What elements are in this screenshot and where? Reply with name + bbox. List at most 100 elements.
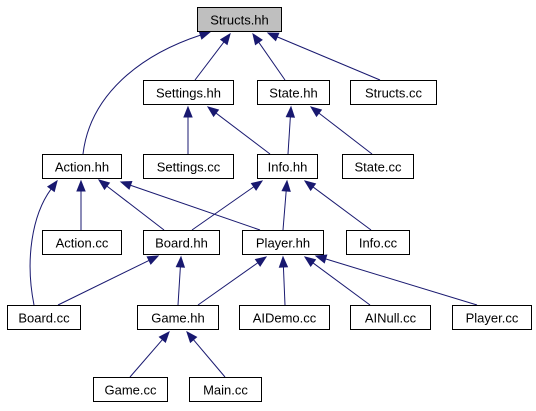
node-state-hh[interactable]: State.hh: [257, 80, 330, 105]
edge-arrowhead: [119, 180, 133, 190]
node-label: Structs.cc: [365, 86, 423, 101]
node-label: Info.cc: [359, 236, 398, 251]
node-action-hh[interactable]: Action.hh: [42, 154, 122, 179]
edge-arrowhead: [97, 179, 111, 191]
node-player-cc[interactable]: Player.cc: [452, 305, 532, 330]
node-label: AINull.cc: [365, 311, 417, 326]
edge-arrowhead: [250, 180, 264, 191]
node-label: Player.hh: [256, 236, 310, 251]
node-board-cc[interactable]: Board.cc: [7, 305, 81, 330]
edge-arrowhead: [198, 30, 212, 40]
node-box: [346, 230, 410, 255]
node-box: [143, 154, 234, 179]
node-aidemo-cc[interactable]: AIDemo.cc: [239, 305, 330, 330]
node-info-hh[interactable]: Info.hh: [257, 154, 318, 179]
node-label: State.hh: [269, 86, 317, 101]
edge-arrowhead: [186, 330, 198, 344]
edge-line: [282, 190, 287, 231]
node-settings-hh[interactable]: Settings.hh: [143, 80, 234, 105]
edge-settings-hh-to-structs-hh: [194, 32, 231, 81]
node-box: [350, 80, 437, 105]
edge-structs-cc-to-structs-hh: [266, 32, 381, 81]
node-main-cc[interactable]: Main.cc: [189, 377, 262, 402]
edge-line: [194, 41, 225, 81]
edge-line: [277, 36, 381, 81]
edge-game-cc-to-game-hh: [129, 330, 170, 378]
edge-line: [57, 259, 150, 306]
edge-line: [287, 116, 291, 155]
node-label: Structs.hh: [210, 13, 269, 28]
node-box: [342, 154, 414, 179]
node-label: Game.hh: [151, 311, 204, 326]
node-structs-cc[interactable]: Structs.cc: [350, 80, 437, 105]
edge-board-cc-to-action-hh: [29, 179, 58, 306]
node-box: [93, 377, 168, 402]
node-box: [452, 305, 532, 330]
node-box: [242, 230, 324, 255]
edge-arrowhead: [206, 106, 220, 118]
edge-line: [177, 266, 181, 306]
node-box: [42, 230, 122, 255]
edge-arrowhead: [252, 32, 263, 46]
node-box: [143, 230, 220, 255]
node-box: [197, 7, 282, 32]
edge-action-cc-to-action-hh: [76, 179, 86, 230]
edge-line: [325, 258, 478, 306]
edge-player-hh-to-info-hh: [281, 179, 291, 231]
edge-state-hh-to-structs-hh: [252, 32, 286, 81]
edge-game-hh-to-board-hh: [175, 255, 186, 306]
edge-info-hh-to-state-hh: [285, 105, 296, 155]
node-label: Main.cc: [203, 383, 248, 398]
edge-settings-cc-to-settings-hh: [183, 105, 193, 154]
edge-main-cc-to-game-hh: [186, 330, 226, 378]
node-box: [189, 377, 262, 402]
edge-arrowhead: [309, 106, 323, 118]
node-board-hh[interactable]: Board.hh: [143, 230, 220, 255]
edge-arrowhead: [254, 256, 268, 267]
edge-player-cc-to-player-hh: [314, 254, 478, 306]
edge-ainull-cc-to-player-hh: [303, 256, 371, 306]
node-box: [257, 80, 330, 105]
node-state-cc[interactable]: State.cc: [342, 154, 414, 179]
node-label: Player.cc: [466, 311, 519, 326]
node-player-hh[interactable]: Player.hh: [242, 230, 324, 255]
edge-arrowhead: [158, 330, 170, 344]
node-label: State.cc: [355, 160, 402, 175]
edge-arrowhead: [266, 32, 280, 42]
edge-arrowhead: [183, 105, 193, 118]
node-game-hh[interactable]: Game.hh: [137, 305, 219, 330]
edge-arrowhead: [285, 105, 296, 118]
edge-arrowhead: [303, 180, 317, 192]
edge-board-hh-to-info-hh: [191, 180, 264, 231]
edge-line: [312, 262, 371, 306]
node-info-cc[interactable]: Info.cc: [346, 230, 410, 255]
node-settings-cc[interactable]: Settings.cc: [143, 154, 234, 179]
edge-line: [312, 186, 372, 231]
node-label: Board.cc: [18, 311, 70, 326]
edge-line: [130, 184, 261, 231]
edge-arrowhead: [278, 255, 289, 268]
edge-aidemo-cc-to-player-hh: [278, 255, 289, 306]
edge-state-cc-to-state-hh: [309, 106, 373, 155]
edge-line: [282, 266, 286, 306]
edge-board-hh-to-action-hh: [97, 179, 165, 231]
node-action-cc[interactable]: Action.cc: [42, 230, 122, 255]
node-box: [257, 154, 318, 179]
node-box: [137, 305, 219, 330]
edge-line: [193, 339, 226, 378]
edge-line: [318, 112, 373, 155]
edge-player-hh-to-action-hh: [119, 180, 261, 231]
node-label: Action.hh: [55, 160, 109, 175]
edge-line: [106, 185, 165, 231]
node-ainull-cc[interactable]: AINull.cc: [350, 305, 431, 330]
edge-line: [191, 186, 255, 231]
edge-line: [197, 262, 259, 306]
node-game-cc[interactable]: Game.cc: [93, 377, 168, 402]
edge-line: [82, 34, 201, 155]
edge-info-cc-to-info-hh: [303, 180, 372, 231]
edge-arrowhead: [314, 254, 328, 264]
node-structs-hh[interactable]: Structs.hh: [197, 7, 282, 32]
edge-line: [129, 339, 163, 378]
node-label: Info.hh: [268, 160, 308, 175]
